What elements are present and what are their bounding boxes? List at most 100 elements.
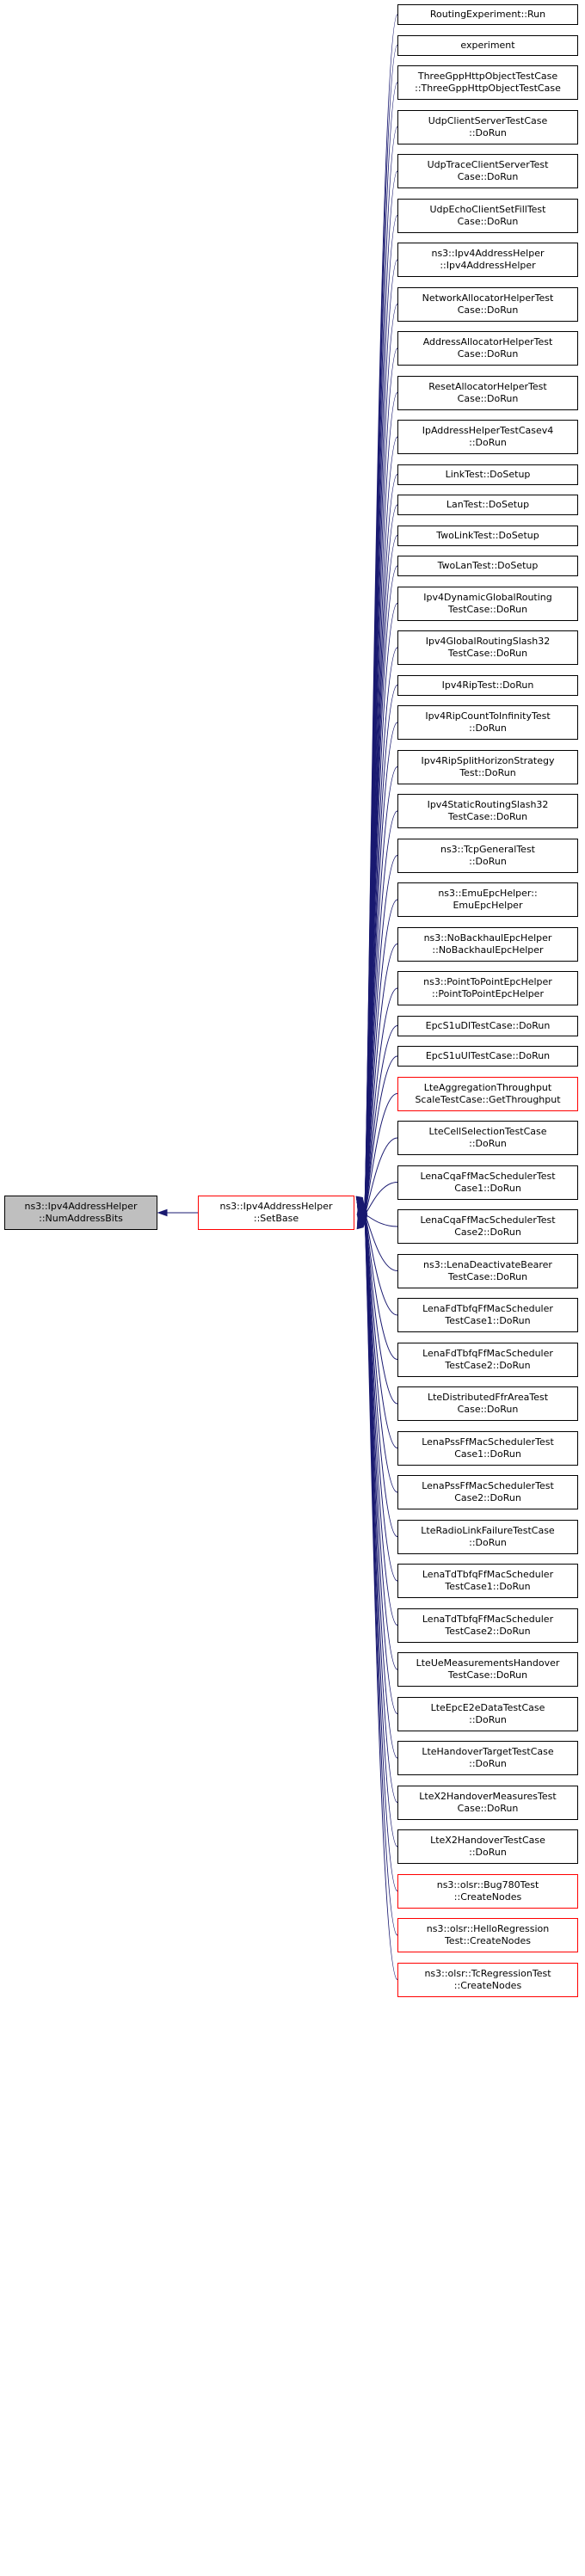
edge-arrow-root — [157, 1208, 168, 1217]
caller-node[interactable]: AddressAllocatorHelperTest Case::DoRun — [397, 331, 578, 366]
caller-node[interactable]: TwoLinkTest::DoSetup — [397, 525, 578, 546]
caller-node[interactable]: ns3::olsr::HelloRegression Test::CreateN… — [397, 1918, 578, 1952]
caller-node-label: AddressAllocatorHelperTest Case::DoRun — [422, 336, 553, 360]
caller-node[interactable]: Ipv4RipSplitHorizonStrategy Test::DoRun — [397, 749, 578, 784]
caller-node[interactable]: Ipv4StaticRoutingSlash32 TestCase::DoRun — [397, 794, 578, 828]
caller-node-label: LteCellSelectionTestCase ::DoRun — [428, 1126, 547, 1149]
caller-node-label: Ipv4StaticRoutingSlash32 TestCase::DoRun — [427, 799, 549, 822]
caller-node-label: ThreeGppHttpObjectTestCase ::ThreeGppHtt… — [415, 71, 561, 94]
caller-node-label: LinkTest::DoSetup — [445, 468, 531, 480]
caller-node-label: NetworkAllocatorHelperTest Case::DoRun — [422, 292, 554, 316]
base-node-label: ns3::Ipv4AddressHelper ::SetBase — [219, 1201, 333, 1224]
caller-node-label: LteX2HandoverMeasuresTest Case::DoRun — [419, 1790, 557, 1814]
caller-node[interactable]: LteUeMeasurementsHandover TestCase::DoRu… — [397, 1652, 578, 1687]
caller-node[interactable]: LenaTdTbfqFfMacScheduler TestCase1::DoRu… — [397, 1564, 578, 1598]
caller-node[interactable]: ns3::LenaDeactivateBearer TestCase::DoRu… — [397, 1253, 578, 1288]
caller-node[interactable]: EpcS1uDlTestCase::DoRun — [397, 1015, 578, 1036]
caller-node[interactable]: LteCellSelectionTestCase ::DoRun — [397, 1121, 578, 1155]
caller-node-label: LenaTdTbfqFfMacScheduler TestCase2::DoRu… — [422, 1613, 554, 1637]
caller-node-label: ns3::Ipv4AddressHelper ::Ipv4AddressHelp… — [431, 248, 545, 271]
caller-node-label: LteRadioLinkFailureTestCase ::DoRun — [421, 1524, 555, 1548]
caller-node-label: LenaPssFfMacSchedulerTest Case1::DoRun — [422, 1436, 554, 1460]
caller-node[interactable]: LenaFdTbfqFfMacScheduler TestCase1::DoRu… — [397, 1298, 578, 1332]
caller-node-label: LenaCqaFfMacSchedulerTest Case1::DoRun — [420, 1170, 556, 1194]
caller-node[interactable]: NetworkAllocatorHelperTest Case::DoRun — [397, 286, 578, 322]
caller-node[interactable]: LinkTest::DoSetup — [397, 464, 578, 485]
caller-node[interactable]: ThreeGppHttpObjectTestCase ::ThreeGppHtt… — [397, 65, 578, 100]
caller-node-label: EpcS1uUlTestCase::DoRun — [425, 1050, 551, 1061]
caller-node[interactable]: LteEpcE2eDataTestCase ::DoRun — [397, 1696, 578, 1731]
caller-node-label: ns3::EmuEpcHelper:: EmuEpcHelper — [438, 888, 538, 911]
caller-node[interactable]: EpcS1uUlTestCase::DoRun — [397, 1046, 578, 1067]
caller-node[interactable]: ns3::PointToPointEpcHelper ::PointToPoin… — [397, 971, 578, 1005]
caller-node-label: TwoLanTest::DoSetup — [437, 560, 539, 571]
caller-node-label: LenaPssFfMacSchedulerTest Case2::DoRun — [422, 1480, 554, 1503]
caller-node[interactable]: LteX2HandoverTestCase ::DoRun — [397, 1829, 578, 1864]
edge-caller-to-base — [364, 1214, 398, 1227]
caller-node-label: LenaFdTbfqFfMacScheduler TestCase2::DoRu… — [422, 1347, 553, 1371]
caller-node-label: RoutingExperiment::Run — [429, 9, 546, 20]
caller-node[interactable]: Ipv4RipCountToInfinityTest ::DoRun — [397, 705, 578, 740]
caller-node-label: LenaFdTbfqFfMacScheduler TestCase1::DoRu… — [422, 1303, 553, 1326]
caller-node-label: ns3::olsr::TcRegressionTest ::CreateNode… — [424, 1967, 551, 1991]
caller-node[interactable]: LenaCqaFfMacSchedulerTest Case2::DoRun — [397, 1209, 578, 1244]
caller-node-label: LteX2HandoverTestCase ::DoRun — [430, 1835, 545, 1858]
caller-node-label: LanTest::DoSetup — [446, 499, 530, 510]
caller-node[interactable]: LteX2HandoverMeasuresTest Case::DoRun — [397, 1785, 578, 1820]
root-node-label: ns3::Ipv4AddressHelper ::NumAddressBits — [24, 1201, 138, 1224]
caller-node[interactable]: UdpEchoClientSetFillTest Case::DoRun — [397, 198, 578, 233]
caller-node[interactable]: UdpTraceClientServerTest Case::DoRun — [397, 154, 578, 188]
caller-node-label: TwoLinkTest::DoSetup — [436, 529, 539, 541]
caller-node[interactable]: ns3::EmuEpcHelper:: EmuEpcHelper — [397, 882, 578, 917]
caller-node[interactable]: UdpClientServerTestCase ::DoRun — [397, 109, 578, 144]
caller-node[interactable]: Ipv4RipTest::DoRun — [397, 674, 578, 696]
caller-node-label: Ipv4GlobalRoutingSlash32 TestCase::DoRun — [425, 636, 551, 659]
caller-node-label: LenaCqaFfMacSchedulerTest Case2::DoRun — [420, 1214, 556, 1238]
caller-node-label: LteAggregationThroughput ScaleTestCase::… — [415, 1081, 561, 1105]
caller-node-label: ResetAllocatorHelperTest Case::DoRun — [428, 380, 547, 404]
caller-node-label: Ipv4RipTest::DoRun — [441, 679, 534, 691]
caller-node-label: LteDistributedFfrAreaTest Case::DoRun — [427, 1392, 549, 1415]
root-node[interactable]: ns3::Ipv4AddressHelper ::NumAddressBits — [4, 1196, 157, 1230]
caller-node[interactable]: RoutingExperiment::Run — [397, 4, 578, 25]
caller-node[interactable]: ns3::TcpGeneralTest ::DoRun — [397, 838, 578, 873]
caller-node-label: LteUeMeasurementsHandover TestCase::DoRu… — [416, 1657, 560, 1681]
caller-node-label: ns3::PointToPointEpcHelper ::PointToPoin… — [423, 976, 552, 999]
caller-node[interactable]: LenaFdTbfqFfMacScheduler TestCase2::DoRu… — [397, 1342, 578, 1377]
caller-node-label: Ipv4RipSplitHorizonStrategy Test::DoRun — [421, 754, 555, 778]
caller-node[interactable]: ResetAllocatorHelperTest Case::DoRun — [397, 375, 578, 410]
caller-node[interactable]: ns3::Ipv4AddressHelper ::Ipv4AddressHelp… — [397, 243, 578, 277]
caller-node-label: LteEpcE2eDataTestCase ::DoRun — [430, 1701, 545, 1725]
base-node[interactable]: ns3::Ipv4AddressHelper ::SetBase — [198, 1196, 354, 1230]
caller-node[interactable]: experiment — [397, 34, 578, 56]
caller-node-label: experiment — [460, 39, 515, 51]
caller-node[interactable]: LteDistributedFfrAreaTest Case::DoRun — [397, 1386, 578, 1421]
caller-node[interactable]: LteAggregationThroughput ScaleTestCase::… — [397, 1076, 578, 1111]
caller-node-label: Ipv4RipCountToInfinityTest ::DoRun — [425, 710, 551, 734]
caller-node-label: UdpEchoClientSetFillTest Case::DoRun — [429, 203, 546, 227]
caller-node[interactable]: IpAddressHelperTestCasev4 ::DoRun — [397, 420, 578, 454]
caller-node[interactable]: LenaCqaFfMacSchedulerTest Case1::DoRun — [397, 1165, 578, 1200]
caller-node[interactable]: LenaPssFfMacSchedulerTest Case1::DoRun — [397, 1430, 578, 1466]
caller-node[interactable]: TwoLanTest::DoSetup — [397, 556, 578, 576]
caller-node[interactable]: ns3::NoBackhaulEpcHelper ::NoBackhaulEpc… — [397, 926, 578, 962]
caller-node[interactable]: Ipv4DynamicGlobalRouting TestCase::DoRun — [397, 586, 578, 621]
caller-node[interactable]: Ipv4GlobalRoutingSlash32 TestCase::DoRun — [397, 630, 578, 665]
caller-node[interactable]: LteHandoverTargetTestCase ::DoRun — [397, 1741, 578, 1775]
caller-node[interactable]: LenaTdTbfqFfMacScheduler TestCase2::DoRu… — [397, 1608, 578, 1643]
caller-node-label: ns3::NoBackhaulEpcHelper ::NoBackhaulEpc… — [423, 931, 552, 956]
caller-node-label: IpAddressHelperTestCasev4 ::DoRun — [422, 425, 554, 448]
caller-node-label: ns3::olsr::Bug780Test ::CreateNodes — [436, 1878, 539, 1903]
caller-node-label: LenaTdTbfqFfMacScheduler TestCase1::DoRu… — [422, 1569, 554, 1592]
caller-node[interactable]: LenaPssFfMacSchedulerTest Case2::DoRun — [397, 1475, 578, 1509]
caller-node[interactable]: ns3::olsr::Bug780Test ::CreateNodes — [397, 1873, 578, 1909]
edge-caller-to-base — [364, 1220, 398, 1980]
caller-node[interactable]: LteRadioLinkFailureTestCase ::DoRun — [397, 1519, 578, 1554]
caller-node[interactable]: ns3::olsr::TcRegressionTest ::CreateNode… — [397, 1962, 578, 1997]
caller-node-label: Ipv4DynamicGlobalRouting TestCase::DoRun — [423, 591, 552, 615]
caller-node-label: ns3::TcpGeneralTest ::DoRun — [440, 843, 535, 867]
caller-node-label: ns3::olsr::HelloRegression Test::CreateN… — [426, 1923, 550, 1946]
caller-node[interactable]: LanTest::DoSetup — [397, 495, 578, 515]
caller-node-label: ns3::LenaDeactivateBearer TestCase::DoRu… — [423, 1258, 552, 1282]
